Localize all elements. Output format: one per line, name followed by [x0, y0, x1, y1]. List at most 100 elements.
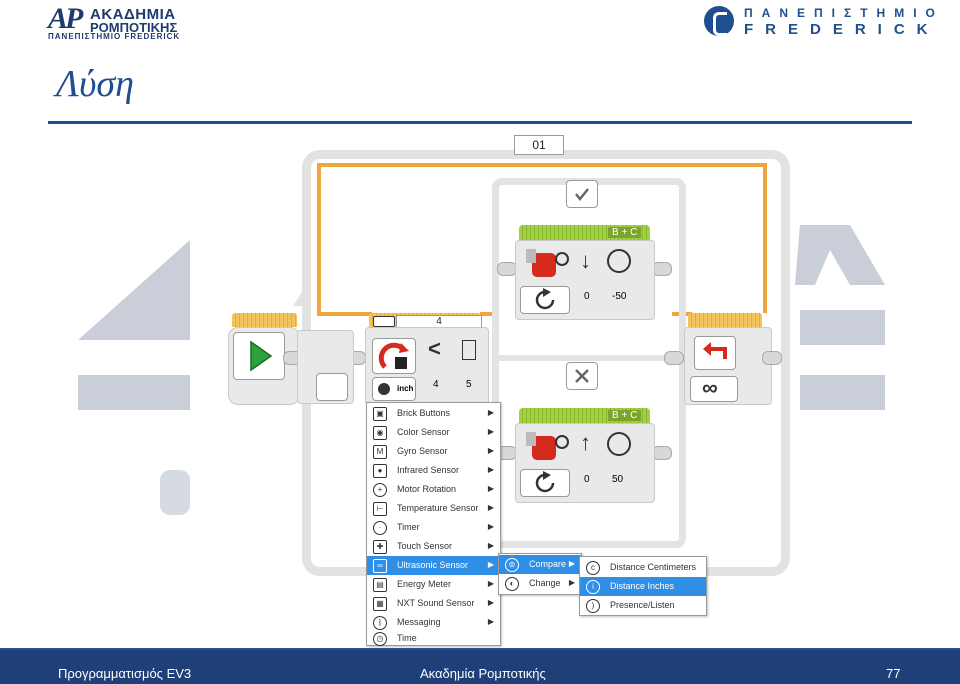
- switch-true-tab[interactable]: [566, 180, 598, 208]
- switch-divider: [499, 355, 679, 361]
- university-logo-line1: ΠΑΝΕΠΙΣΤΗΜΙΟ: [744, 6, 944, 20]
- on-icon: [535, 471, 555, 493]
- footer-academy: Ακαδημία Ρομποτικής: [420, 666, 546, 681]
- infrared-icon: ●: [373, 464, 387, 478]
- loop-wire-bottom: [317, 312, 372, 316]
- loop-end-tab: [688, 313, 762, 327]
- distance-inch-icon: i: [586, 580, 600, 594]
- motor-bottom-mode-button[interactable]: [520, 469, 570, 497]
- start-block-tab: [232, 313, 297, 327]
- compare-icon: ⊜: [505, 558, 519, 572]
- switch-false-tab[interactable]: [566, 362, 598, 390]
- chevron-right-icon: ▶: [568, 578, 575, 587]
- timer-icon: ·: [373, 521, 387, 535]
- menu-item-color-sensor[interactable]: ◉Color Sensor▶: [367, 423, 500, 442]
- menu-item-brick-buttons[interactable]: ▣Brick Buttons▶: [367, 404, 500, 423]
- color-sensor-icon: ◉: [373, 426, 387, 440]
- energy-icon: ▤: [373, 578, 387, 592]
- chevron-right-icon: ▶: [487, 427, 494, 436]
- chevron-right-icon: ▶: [487, 617, 494, 626]
- time-icon: ◷: [373, 632, 387, 646]
- chevron-right-icon: ▶: [568, 559, 575, 568]
- on-icon: [535, 288, 555, 310]
- wait-port-b[interactable]: 5: [466, 379, 472, 390]
- motor-top-mode-button[interactable]: [520, 286, 570, 314]
- play-icon: [250, 340, 273, 372]
- steering-motor-icon: [526, 249, 569, 277]
- motor-top-steering[interactable]: 0: [584, 291, 590, 302]
- connector-plug: [762, 351, 782, 365]
- submenu-item-change[interactable]: ◐Change▶: [499, 574, 581, 593]
- motor-bottom-steering[interactable]: 0: [584, 474, 590, 485]
- loop-wire-left: [317, 163, 321, 313]
- wait-mode-button[interactable]: inch: [372, 377, 416, 401]
- academy-logo-line2: ΡΟΜΠΟΤΙΚΗΣ: [90, 20, 178, 35]
- arrow-down-icon: ↓: [580, 248, 591, 273]
- start-block-face[interactable]: [233, 332, 285, 380]
- motor-top-ports[interactable]: B + C: [608, 227, 642, 238]
- gauge-icon: [607, 249, 631, 273]
- distance-cm-icon: c: [586, 561, 600, 575]
- loop-start-notch: [293, 292, 311, 306]
- infinity-icon: ∞: [702, 375, 718, 400]
- wait-sensor-button[interactable]: [372, 338, 416, 374]
- menu-item-nxt-sound-sensor[interactable]: ▦NXT Sound Sensor▶: [367, 594, 500, 613]
- wait-port-a[interactable]: 4: [433, 379, 439, 390]
- motor-bottom-ports[interactable]: B + C: [608, 410, 642, 421]
- ultrasonic-icon: ∞: [373, 559, 387, 573]
- menu-item-ultrasonic-sensor[interactable]: ∞Ultrasonic Sensor▶: [367, 556, 500, 575]
- motor-bottom-image: [522, 428, 570, 464]
- motor-top-image: [522, 245, 570, 281]
- chevron-right-icon: ▶: [487, 503, 494, 512]
- steering-motor-icon: [526, 432, 569, 460]
- brick-icon: ▣: [373, 407, 387, 421]
- title-divider: [48, 121, 912, 124]
- connector-plug: [652, 446, 672, 460]
- menu-item-motor-rotation[interactable]: +Motor Rotation▶: [367, 480, 500, 499]
- ultrasonic-submenu: ⊜Compare▶ ◐Change▶: [498, 553, 582, 595]
- chevron-right-icon: ▶: [487, 446, 494, 455]
- x-icon: [575, 369, 589, 383]
- submenu-item-presence-listen[interactable]: )Presence/Listen: [580, 596, 706, 615]
- watermark-graphic: [78, 225, 885, 515]
- chevron-right-icon: ▶: [487, 484, 494, 493]
- menu-item-energy-meter[interactable]: ▤Energy Meter▶: [367, 575, 500, 594]
- compare-operator[interactable]: <: [428, 336, 441, 361]
- ruler-icon: [378, 383, 390, 395]
- submenu-item-compare[interactable]: ⊜Compare▶: [499, 555, 581, 574]
- academy-logo-line1: ΑΚΑΔΗΜΙΑ: [90, 6, 176, 23]
- menu-item-timer[interactable]: ·Timer▶: [367, 518, 500, 537]
- menu-item-touch-sensor[interactable]: ✚Touch Sensor▶: [367, 537, 500, 556]
- academy-logo-line3: ΠΑΝΕΠΙΣΤΗΜΙΟ FREDERICK: [48, 32, 181, 41]
- loop-wire-switch-left: [480, 312, 498, 316]
- motor-top-power[interactable]: -50: [612, 291, 627, 302]
- menu-item-time[interactable]: ◷Time: [367, 632, 500, 646]
- chevron-right-icon: ▶: [487, 579, 494, 588]
- presence-icon: ): [586, 599, 600, 613]
- menu-item-temperature-sensor[interactable]: ⊢Temperature Sensor▶: [367, 499, 500, 518]
- motor-bottom-power[interactable]: 50: [612, 474, 624, 485]
- motor-rotation-icon: +: [373, 483, 387, 497]
- connector-plug: [652, 262, 672, 276]
- menu-item-infrared-sensor[interactable]: ●Infrared Sensor▶: [367, 461, 500, 480]
- sound-icon: ▦: [373, 597, 387, 611]
- connector-plug: [497, 262, 517, 276]
- loop-mode-button[interactable]: [316, 373, 348, 401]
- loop-interrupt-button[interactable]: [694, 336, 736, 370]
- footer-course: Προγραμματισμός EV3: [58, 666, 192, 681]
- loop-wire-top: [317, 163, 767, 167]
- university-logo: ΠΑΝΕΠΙΣΤΗΜΙΟ FREDERICK: [704, 4, 935, 40]
- check-icon: [575, 188, 589, 202]
- loop-return-icon: [703, 342, 727, 359]
- loop-mode-infinite-button[interactable]: ∞: [690, 375, 738, 402]
- footer-bar: Προγραμματισμός EV3 Ακαδημία Ρομποτικής …: [0, 648, 960, 684]
- academy-logo: AP ΑΚΑΔΗΜΙΑ ΡΟΜΠΟΤΙΚΗΣ ΠΑΝΕΠΙΣΤΗΜΙΟ FRED…: [48, 2, 198, 41]
- temperature-icon: ⊢: [373, 502, 387, 516]
- loop-name-label[interactable]: 01: [514, 135, 564, 155]
